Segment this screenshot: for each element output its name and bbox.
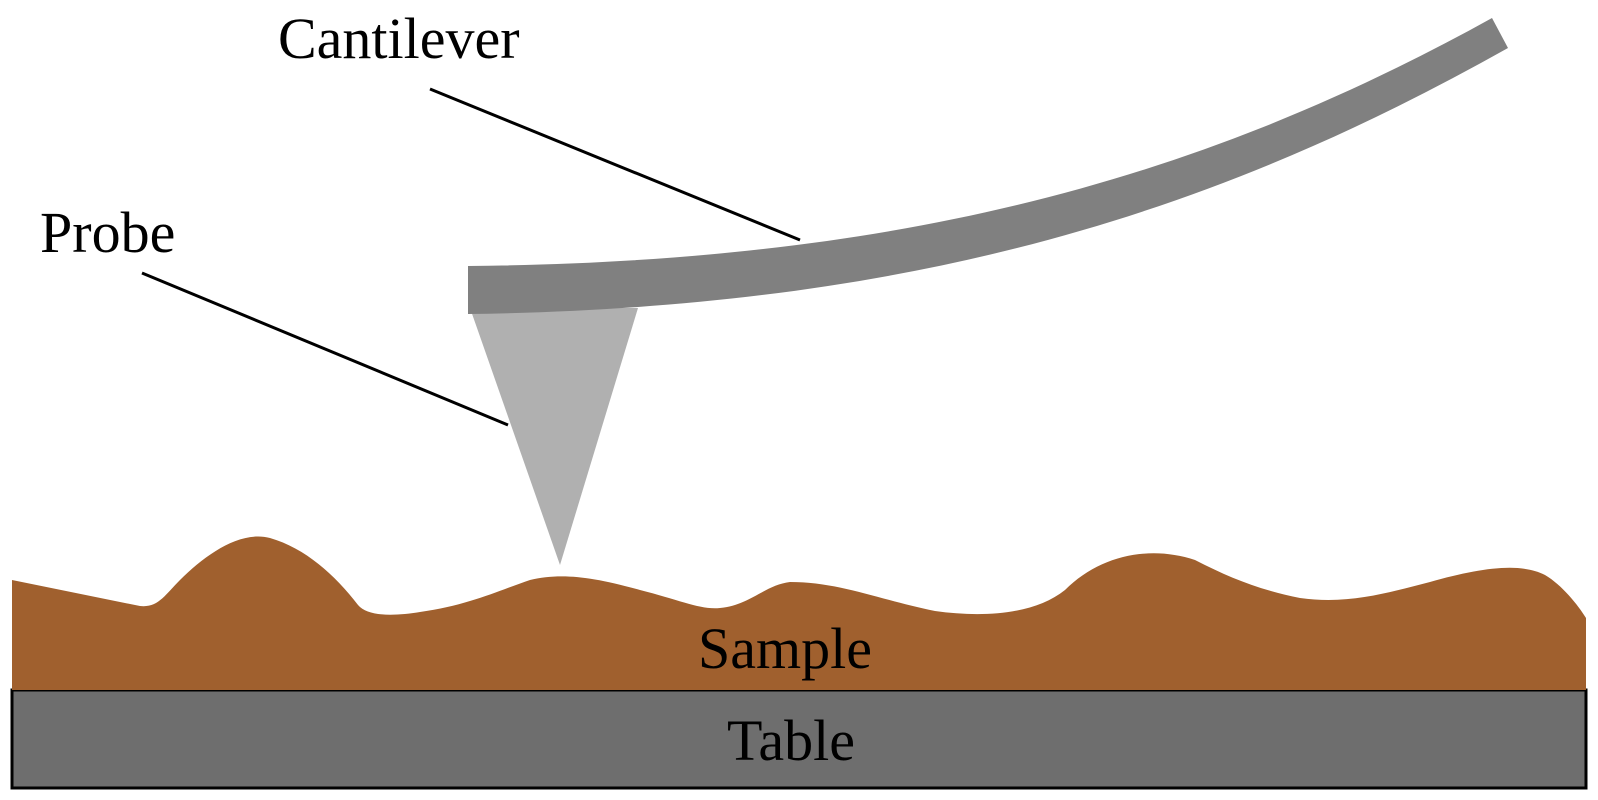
table-block: [10, 688, 1588, 790]
cantilever-label: Cantilever: [278, 6, 520, 71]
probe-tip: [470, 308, 638, 565]
sample-surface: [12, 536, 1586, 690]
cantilever-beam: [468, 18, 1508, 314]
sample-label: Sample: [698, 616, 872, 681]
cantilever-leader-line: [429, 87, 801, 242]
probe-leader-line: [141, 271, 509, 427]
table-label: Table: [727, 708, 855, 773]
probe-label: Probe: [40, 200, 175, 265]
